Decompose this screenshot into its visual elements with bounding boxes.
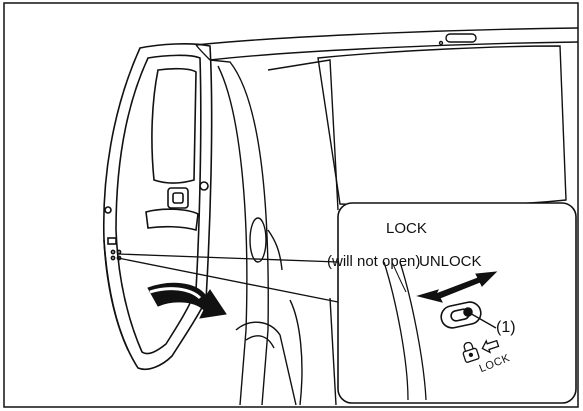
lock-label: LOCK	[386, 221, 427, 236]
lock-detail-callout	[338, 203, 576, 403]
will-not-open-label: (will not open)	[327, 254, 420, 269]
unlock-label: UNLOCK	[419, 254, 482, 269]
rear-door	[104, 44, 212, 369]
callout-number-label: (1)	[496, 320, 516, 336]
curved-arrow-icon	[148, 283, 226, 318]
callout-leaders	[118, 254, 338, 302]
